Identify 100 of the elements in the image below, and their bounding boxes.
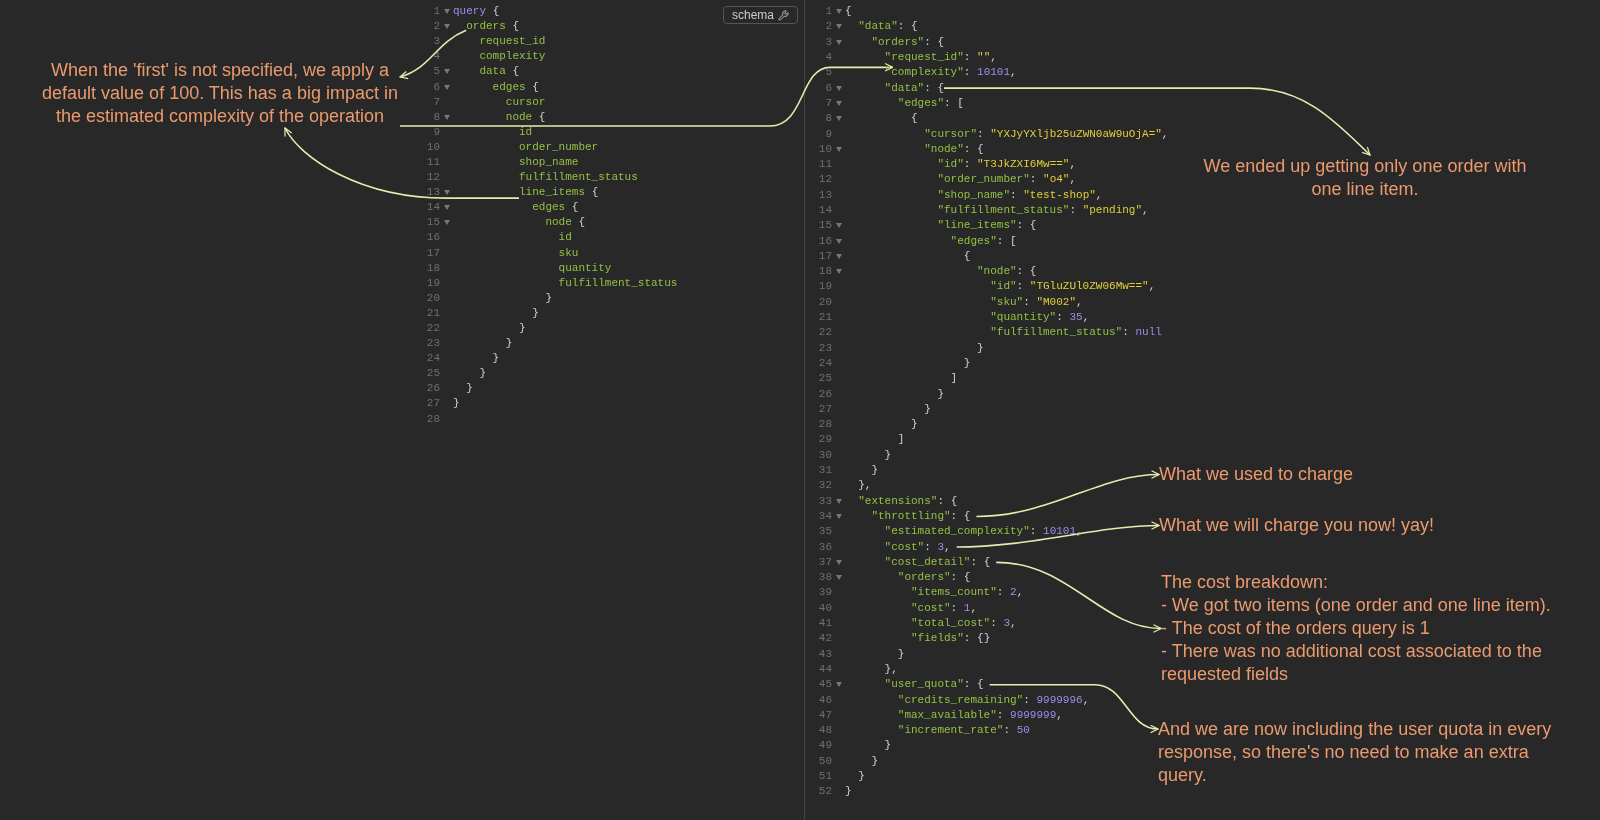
line-number: 3	[432, 36, 440, 48]
line-number: 42	[817, 633, 832, 645]
annotation-text: - We got two items (one order and one line item).	[1161, 594, 1552, 617]
arrow	[995, 561, 1162, 633]
line-number: 2	[432, 21, 440, 33]
line-number: 24	[425, 353, 440, 365]
code-line: "cost": 3,	[884, 541, 951, 553]
arrow	[943, 87, 1371, 156]
line-number: 2	[824, 21, 832, 33]
code-line: ]	[897, 434, 905, 446]
code-line: "node": {	[977, 266, 1037, 278]
code-line: }	[505, 338, 513, 350]
code-line: node {	[545, 217, 585, 229]
code-line: "node": {	[924, 143, 984, 155]
code-line: "extensions": {	[858, 495, 958, 507]
code-line: }	[545, 292, 552, 304]
code-line: query {	[453, 6, 500, 18]
code-line: "estimated_complexity": 10101,	[884, 526, 1083, 538]
code-line: "cursor": "YXJyYXljb25uZWN0aW9uOjA=",	[924, 128, 1169, 140]
code-line: edges {	[492, 81, 539, 93]
code-line: "total_cost": 3,	[911, 618, 1017, 629]
line-number: 37	[817, 556, 832, 568]
code-line: "line_items": {	[937, 220, 1037, 232]
code-line: "quantity": 35,	[990, 312, 1090, 324]
code-line: "shop_name": "test-shop",	[937, 189, 1103, 201]
annotation-text: We ended up getting only one order with one line item.	[1200, 155, 1530, 201]
line-number: 17	[817, 250, 832, 262]
line-number: 17	[425, 247, 440, 259]
code-line: }	[924, 403, 931, 415]
line-number: 50	[817, 755, 832, 767]
line-number: 3	[824, 36, 832, 48]
line-number: 35	[817, 526, 832, 538]
line-number: 27	[425, 398, 440, 410]
line-number: 51	[817, 771, 832, 782]
code-line: "cost": 1,	[911, 602, 978, 614]
line-number: 41	[817, 618, 832, 629]
code-line: "id": "T3JkZXI6Mw==",	[937, 159, 1077, 171]
code-line: "orders": {	[897, 572, 971, 584]
line-number: 29	[817, 434, 832, 446]
code-line: edges {	[532, 202, 579, 214]
line-number: 23	[817, 342, 832, 354]
line-number: 13	[817, 189, 832, 201]
line-number: 33	[817, 495, 832, 507]
line-number: 18	[425, 262, 440, 274]
arrow	[399, 63, 894, 127]
code-line: }	[519, 323, 526, 334]
line-number: 26	[425, 383, 440, 395]
line-number: 24	[817, 357, 832, 369]
line-number: 14	[817, 205, 832, 216]
code-line: }	[884, 449, 892, 461]
code-line: "items_count": 2,	[911, 587, 1024, 599]
code-line: fulfillment_status	[558, 277, 678, 289]
code-line: }	[845, 786, 852, 798]
code-line: orders {	[466, 21, 519, 33]
line-number: 44	[817, 663, 832, 675]
line-number: 9	[824, 128, 832, 140]
code-line: line_items {	[519, 187, 599, 199]
code-line: "edges": [	[950, 235, 1017, 247]
line-number: 26	[817, 388, 832, 400]
line-number: 11	[425, 157, 440, 168]
line-number: 32	[817, 480, 832, 492]
line-number: 47	[817, 709, 832, 721]
code-line: }	[532, 307, 539, 319]
line-number: 25	[817, 373, 832, 385]
code-line: "request_id": "",	[884, 52, 997, 64]
line-number: 6	[824, 82, 832, 94]
code-line: "throttling": {	[871, 510, 971, 522]
code-line: "credits_remaining": 9999996,	[897, 694, 1090, 706]
code-line: }	[871, 465, 878, 477]
code-line: ]	[950, 373, 958, 385]
line-number: 21	[425, 307, 440, 319]
code-line: }	[963, 357, 971, 369]
line-number: 12	[817, 174, 832, 186]
code-line: shop_name	[519, 157, 579, 168]
line-number: 7	[824, 97, 832, 109]
line-number: 40	[817, 602, 832, 614]
line-number: 8	[824, 113, 832, 125]
line-number: 12	[425, 172, 440, 184]
code-line: id	[558, 232, 572, 244]
line-number: 11	[817, 159, 832, 171]
code-line: "fields": {}	[911, 633, 991, 645]
line-number: 28	[425, 413, 440, 425]
code-line: "sku": "M002",	[990, 296, 1083, 308]
line-number: 1	[432, 6, 440, 18]
line-number: 5	[432, 66, 440, 78]
code-line: }	[871, 755, 878, 767]
line-number: 34	[817, 510, 832, 522]
annotation-text: And we are now including the user quota in every response, so there's no need to make an extra query.	[1158, 718, 1568, 787]
line-number: 45	[817, 679, 832, 691]
code-line: "fulfillment_status": "pending",	[937, 205, 1149, 216]
code-line: }	[492, 353, 500, 365]
code-line: request_id	[479, 36, 546, 48]
code-line: "fulfillment_status": null	[990, 327, 1162, 339]
annotation-text: What we will charge you now! yay!	[1159, 514, 1479, 537]
code-line: order_number	[519, 141, 599, 153]
code-line: "id": "TGluZUl0ZW06Mw==",	[990, 281, 1156, 293]
code-line: },	[884, 663, 898, 675]
line-number: 15	[425, 217, 440, 229]
line-number: 4	[824, 52, 832, 64]
code-line: {	[845, 6, 852, 18]
